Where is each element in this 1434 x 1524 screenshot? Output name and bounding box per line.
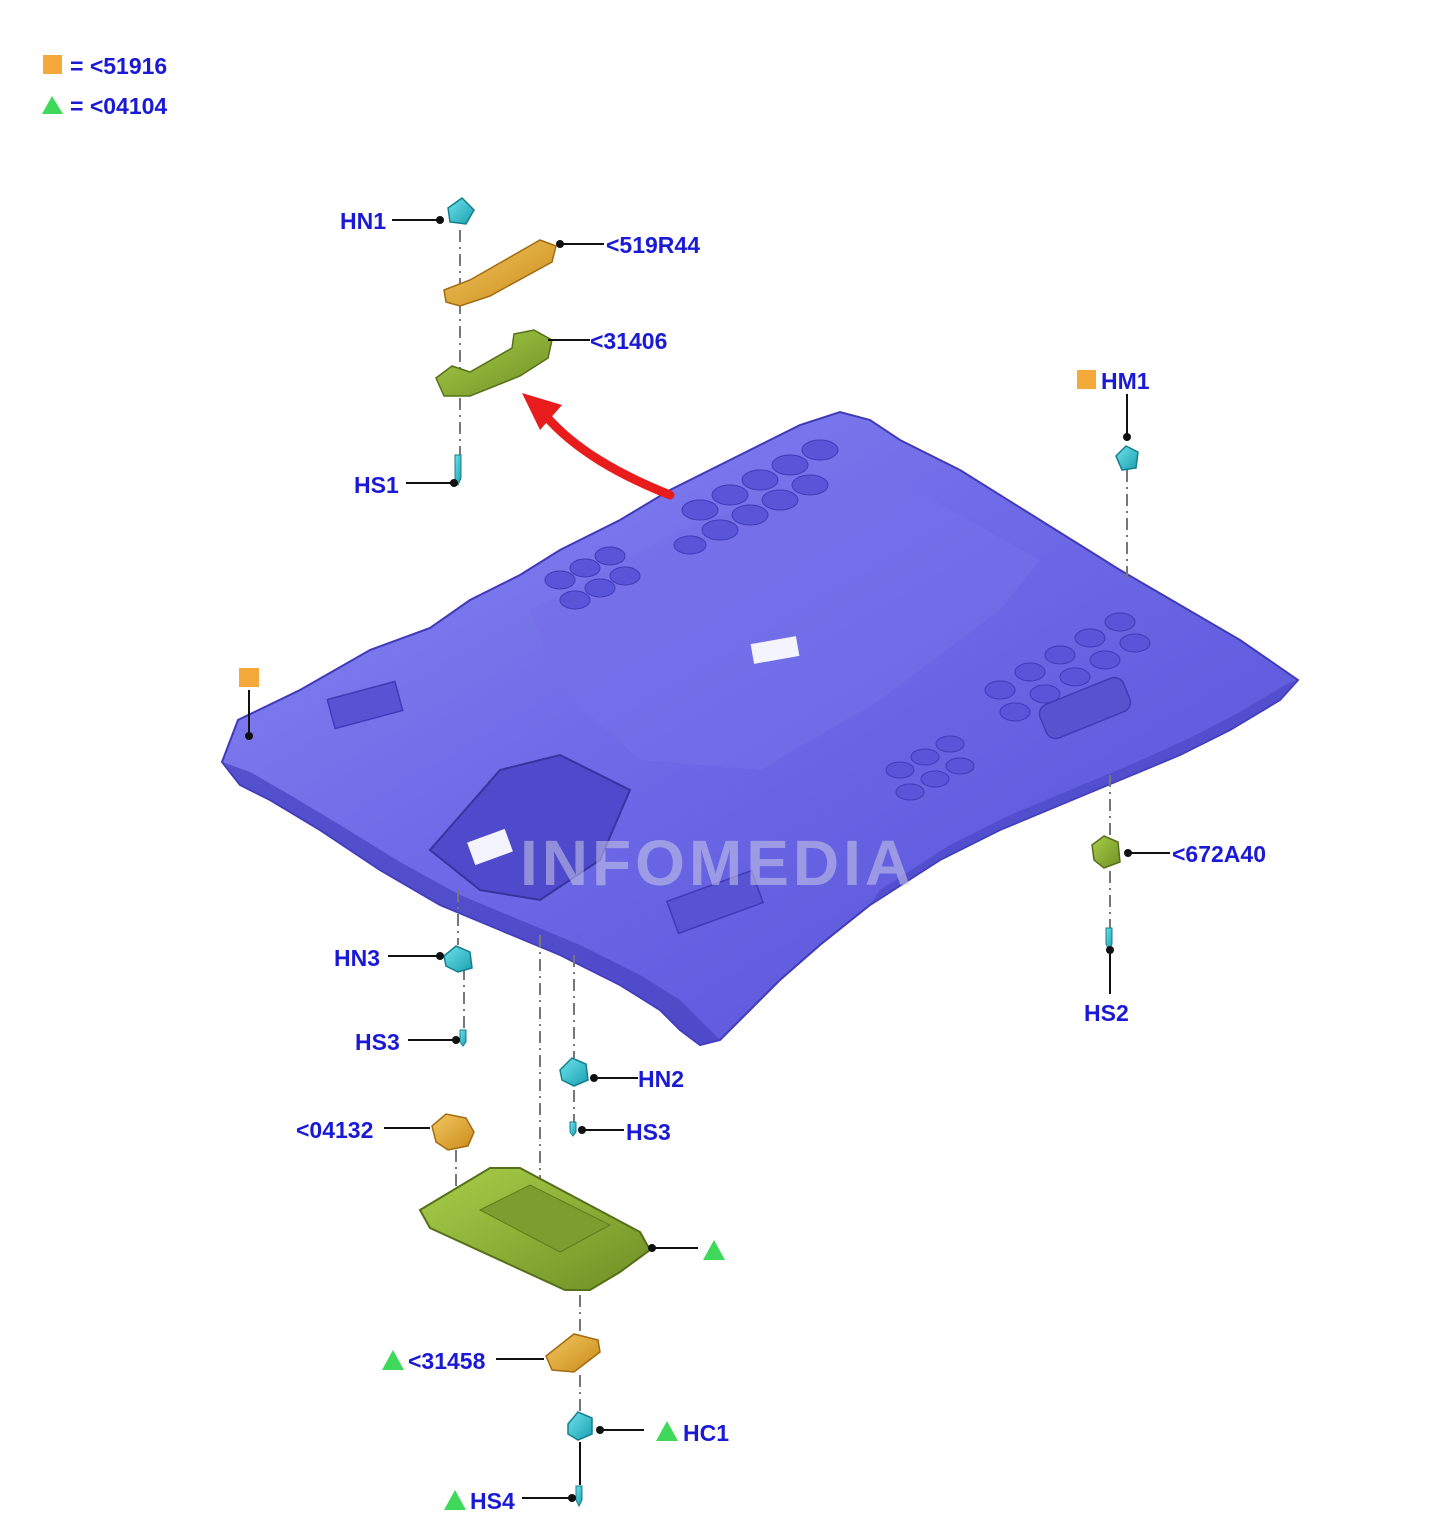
p31458-label: <31458 (408, 1348, 486, 1374)
headliner-front-edge (222, 762, 720, 1045)
hs3-right-leader-dot (578, 1126, 586, 1134)
hs4-triangle-marker-icon (444, 1490, 466, 1510)
legend-square-text: = <51916 (70, 53, 167, 79)
p672a40-label: <672A40 (1172, 841, 1266, 867)
red-callout-arrow (522, 393, 675, 500)
headliner-center-channel (530, 470, 1040, 770)
hc1-clip (567, 1411, 593, 1441)
hn2-label: HN2 (638, 1066, 684, 1092)
headliner-console-opening (467, 828, 513, 866)
hm1-square-marker-icon (1077, 370, 1096, 389)
legend-item-square: = <51916 (43, 53, 167, 79)
headliner-right-edge (870, 680, 1298, 905)
green-triangle-marker-icon (42, 96, 63, 114)
hc1-label: HC1 (683, 1420, 729, 1446)
headliner-rib-cluster-front-right (885, 735, 975, 801)
hs3-right-label: HS3 (626, 1119, 671, 1145)
hc1-leader-dot (596, 1426, 604, 1434)
legend: = <51916 = <04104 (42, 53, 167, 119)
hs3-left-screw (459, 1029, 467, 1047)
orange-square-marker-icon (43, 55, 62, 74)
hn3-label: HN3 (334, 945, 380, 971)
legend-item-triangle: = <04104 (42, 93, 167, 119)
headliner-center-opening (750, 636, 800, 664)
left-square-marker-icon (239, 668, 259, 687)
hn3-leader-dot (436, 952, 444, 960)
part-519r44-bracket (443, 239, 557, 307)
headliner-panel: INFOMEDIA (220, 410, 1300, 1047)
p672a40-leader-dot (1124, 849, 1132, 857)
p519r44-label: <519R44 (606, 232, 700, 258)
hn1-leader-dot (436, 216, 444, 224)
sun-visor-leader-dot (648, 1244, 656, 1252)
hs2-leader-dot (1106, 946, 1114, 954)
hs3-left-label: HS3 (355, 1029, 400, 1055)
hs1-screw (454, 454, 462, 487)
headliner-rib-cluster-left (544, 546, 641, 610)
p31458-triangle-marker-icon (382, 1350, 404, 1370)
hm1-leader-dot (1123, 433, 1131, 441)
left-square-leader-dot (245, 732, 253, 740)
part-672a40-clip (1091, 835, 1121, 869)
headliner-console-pocket (428, 753, 632, 902)
hs2-label: HS2 (1084, 1000, 1129, 1026)
hs3-right-screw (569, 1121, 577, 1137)
part-31458-plate (545, 1333, 601, 1373)
p31406-label: <31406 (590, 328, 667, 354)
headliner-rib-cluster-right (984, 612, 1151, 722)
sun-visor-inner-recess (478, 1184, 612, 1253)
hn3-clip (443, 945, 473, 973)
headliner-pad-front-right (665, 869, 765, 935)
hc1-triangle-marker-icon (656, 1421, 678, 1441)
hm1-label: HM1 (1101, 368, 1150, 394)
sun-visor-triangle-marker-icon (703, 1240, 725, 1260)
hm1-clip (1115, 445, 1139, 471)
hs4-screw (575, 1485, 583, 1508)
part-04132-clip (431, 1113, 475, 1151)
headliner-rib-cluster-rear (673, 439, 839, 555)
part-31406-grab-handle (435, 329, 553, 397)
legend-triangle-text: = <04104 (70, 93, 167, 119)
p519r44-leader-dot (556, 240, 564, 248)
hs4-leader-dot (568, 1494, 576, 1502)
hs1-leader-dot (450, 479, 458, 487)
hs3-left-leader-dot (452, 1036, 460, 1044)
p04132-label: <04132 (296, 1117, 373, 1143)
headliner-pad-left (326, 680, 404, 730)
hn1-label: HN1 (340, 208, 386, 234)
hn2-clip (559, 1057, 589, 1087)
hs1-label: HS1 (354, 472, 399, 498)
hs4-label: HS4 (470, 1488, 515, 1514)
headliner-grab-handle-pad-right (1038, 676, 1132, 740)
hn2-leader-dot (590, 1074, 598, 1082)
watermark: INFOMEDIA (520, 827, 915, 899)
hn1-clip (447, 197, 475, 225)
